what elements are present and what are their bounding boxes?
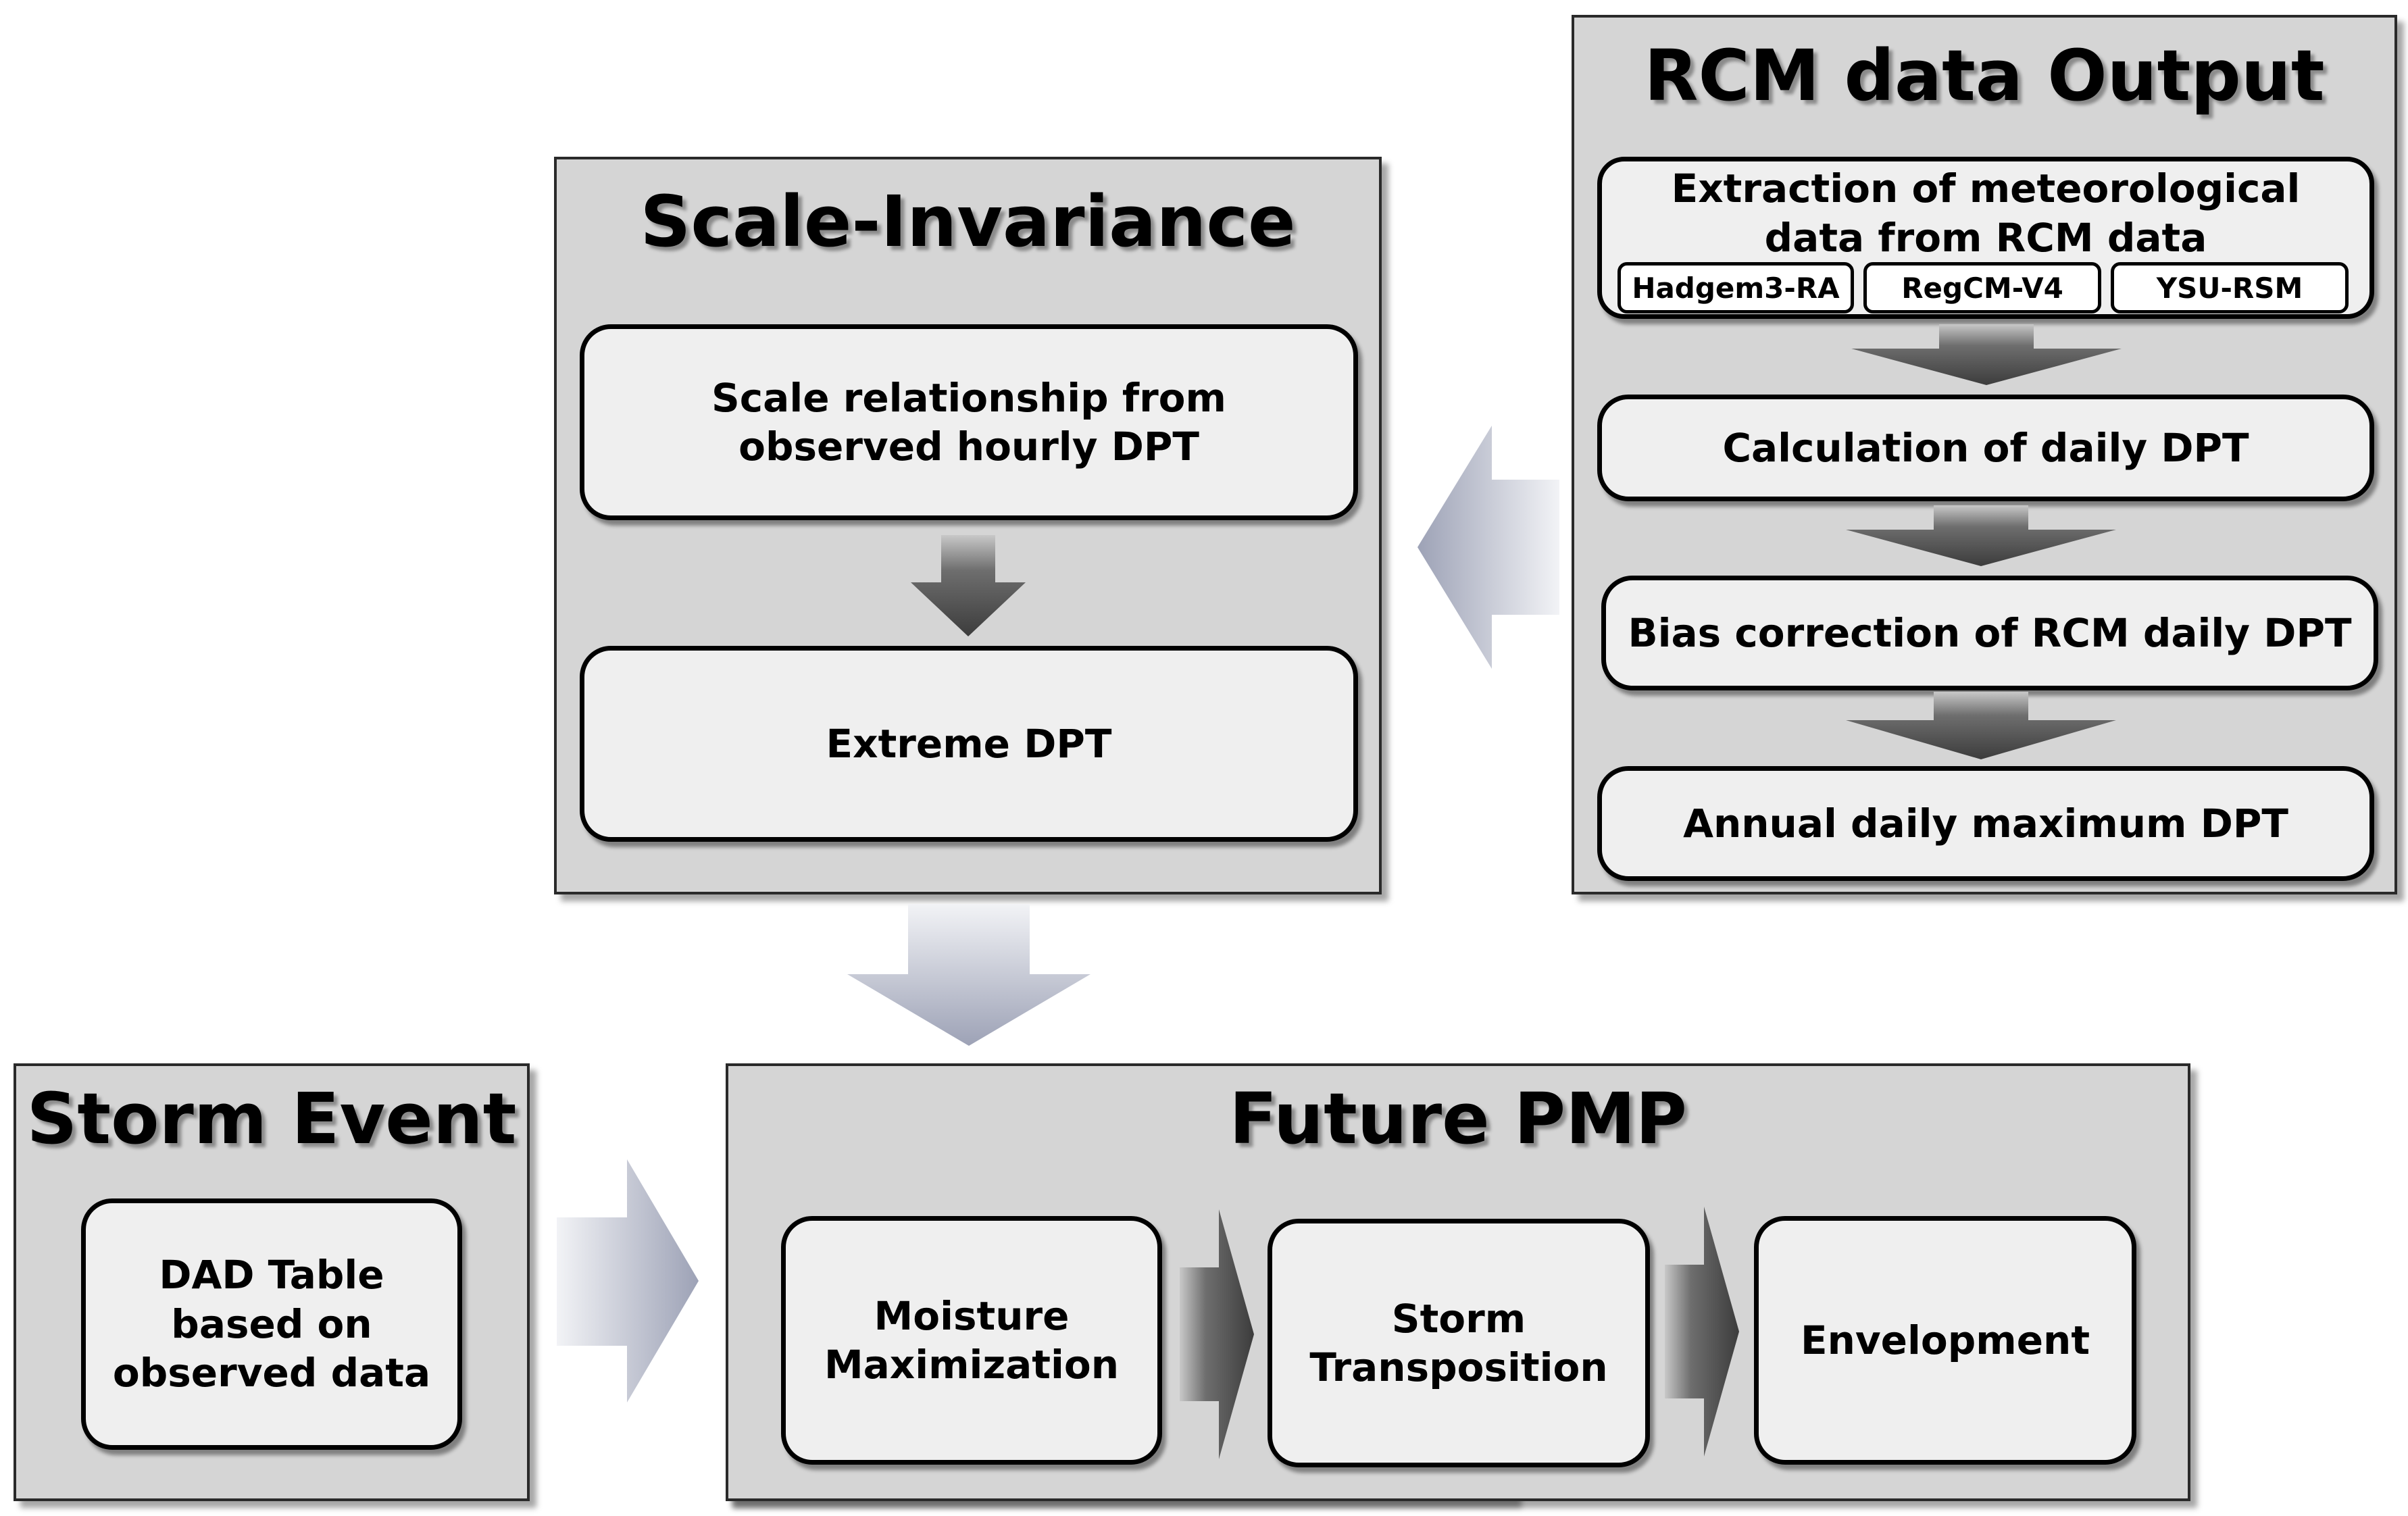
storm-event-title: Storm Event <box>26 1078 517 1160</box>
future-pmp-panel-body: Future PMP Moisture Maximization Storm T… <box>726 1063 2190 1501</box>
left-arrow-icon <box>1418 426 1559 669</box>
daily-dpt-box: Calculation of daily DPT <box>1597 395 2374 501</box>
model-chip-ysu: YSU-RSM <box>2111 262 2349 313</box>
moisture-maximization-box: Moisture Maximization <box>781 1216 1162 1465</box>
down-arrow-icon <box>847 904 1090 1046</box>
bias-correction-box: Bias correction of RCM daily DPT <box>1601 576 2378 690</box>
scale-invariance-panel: Scale-Invariance Scale relationship from… <box>554 157 1382 894</box>
scale-relationship-box: Scale relationship from observed hourly … <box>580 324 1358 520</box>
storm-event-panel: Storm Event DAD Table based on observed … <box>14 1063 530 1501</box>
storm-transposition-box: Storm Transposition <box>1268 1219 1650 1467</box>
model-chip-hadgem3: Hadgem3-RA <box>1617 262 1854 313</box>
extreme-dpt-box: Extreme DPT <box>580 646 1358 842</box>
down-arrow-icon <box>1851 324 2122 385</box>
right-arrow-icon <box>1180 1209 1254 1459</box>
future-pmp-title: Future PMP <box>1229 1078 1687 1160</box>
annual-max-dpt-box: Annual daily maximum DPT <box>1597 766 2374 881</box>
model-chip-regcm: RegCM-V4 <box>1863 262 2101 313</box>
envelopment-box: Envelopment <box>1754 1216 2136 1465</box>
right-arrow-icon <box>1665 1207 1739 1457</box>
scale-invariance-title: Scale-Invariance <box>640 180 1296 263</box>
rcm-output-title: RCM data Output <box>1644 34 2325 117</box>
dad-table-box: DAD Table based on observed data <box>81 1198 462 1450</box>
down-arrow-icon <box>911 535 1026 636</box>
down-arrow-icon <box>1846 505 2116 566</box>
down-arrow-icon <box>1846 692 2116 759</box>
rcm-output-panel: RCM data Output Extraction of meteorolog… <box>1572 15 2397 894</box>
right-arrow-icon <box>557 1159 699 1403</box>
extraction-label: Extraction of meteorological data from R… <box>1671 166 2301 261</box>
